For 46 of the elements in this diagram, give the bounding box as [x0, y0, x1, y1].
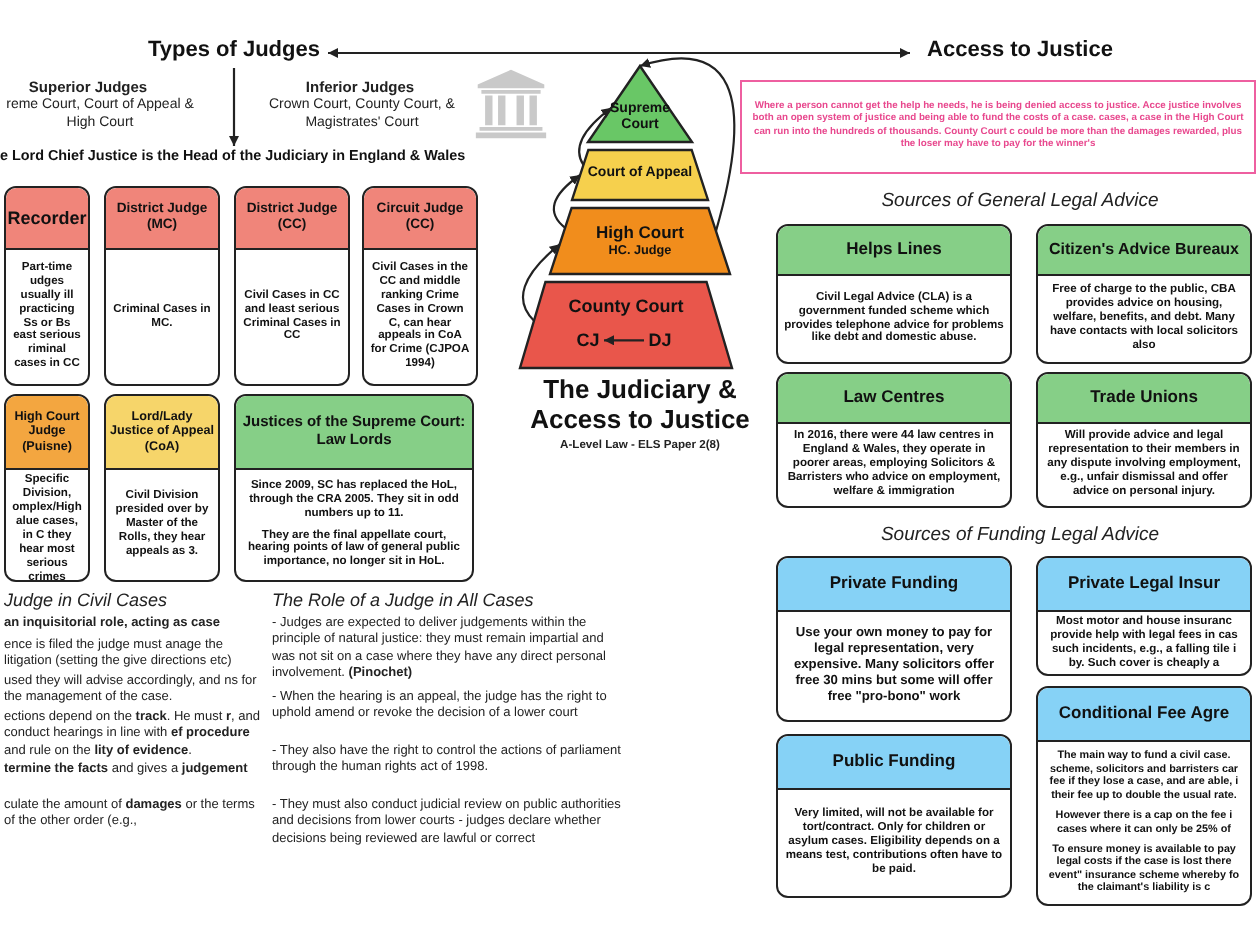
- curved-arrow: [522, 243, 561, 322]
- info-card: [776, 224, 1012, 364]
- court-abbreviation: CJ: [572, 330, 604, 351]
- card-title: Helps Lines: [778, 226, 1010, 276]
- pyramid-tier: [588, 66, 692, 142]
- card-title: Trade Unions: [1038, 374, 1250, 424]
- card-title: Private Funding: [778, 558, 1010, 612]
- card-title: Public Funding: [778, 736, 1010, 790]
- card-title: Citizen's Advice Bureaux: [1038, 226, 1250, 276]
- curved-arrow: [578, 106, 613, 166]
- info-card: [234, 186, 350, 386]
- info-card: [776, 734, 1012, 898]
- info-card: [4, 394, 90, 582]
- section-heading: Sources of General Legal Advice: [879, 190, 1161, 215]
- card-title: Conditional Fee Agre: [1038, 688, 1250, 742]
- section-heading: Judge in Civil Cases: [4, 590, 170, 614]
- arrow: [229, 68, 239, 146]
- section-heading: Sources of Funding Legal Advice: [878, 524, 1162, 549]
- section-heading: Types of Judges: [140, 38, 328, 68]
- info-card: [362, 186, 478, 386]
- curved-arrow: [639, 57, 736, 232]
- info-card: [1036, 224, 1252, 364]
- info-card: [104, 394, 220, 582]
- info-card: [776, 556, 1012, 722]
- info-card: [1036, 556, 1252, 676]
- court-abbreviation: DJ: [644, 330, 676, 351]
- info-card: [1036, 372, 1252, 508]
- info-card: [104, 186, 220, 386]
- info-card: [776, 372, 1012, 508]
- arrow: [328, 48, 910, 58]
- pyramid-tier: [550, 208, 730, 274]
- section-heading: The Role of a Judge in All Cases: [272, 590, 536, 614]
- pyramid-tier: [520, 282, 732, 368]
- section-heading: Access to Justice: [910, 38, 1130, 68]
- card-title: Private Legal Insur: [1038, 558, 1250, 612]
- pyramid-tier: [572, 150, 708, 200]
- card-title: Law Centres: [778, 374, 1010, 424]
- arrow: [604, 335, 644, 346]
- info-card: [234, 394, 474, 582]
- curved-arrow: [552, 174, 581, 229]
- tier-label: High Court: [596, 223, 684, 244]
- poster-title: The Judiciary & Access to Justice: [528, 376, 752, 436]
- info-card: [1036, 686, 1252, 906]
- info-card: [4, 186, 90, 386]
- tier-label: County Court: [568, 296, 684, 318]
- card-title: Recorder: [6, 188, 88, 250]
